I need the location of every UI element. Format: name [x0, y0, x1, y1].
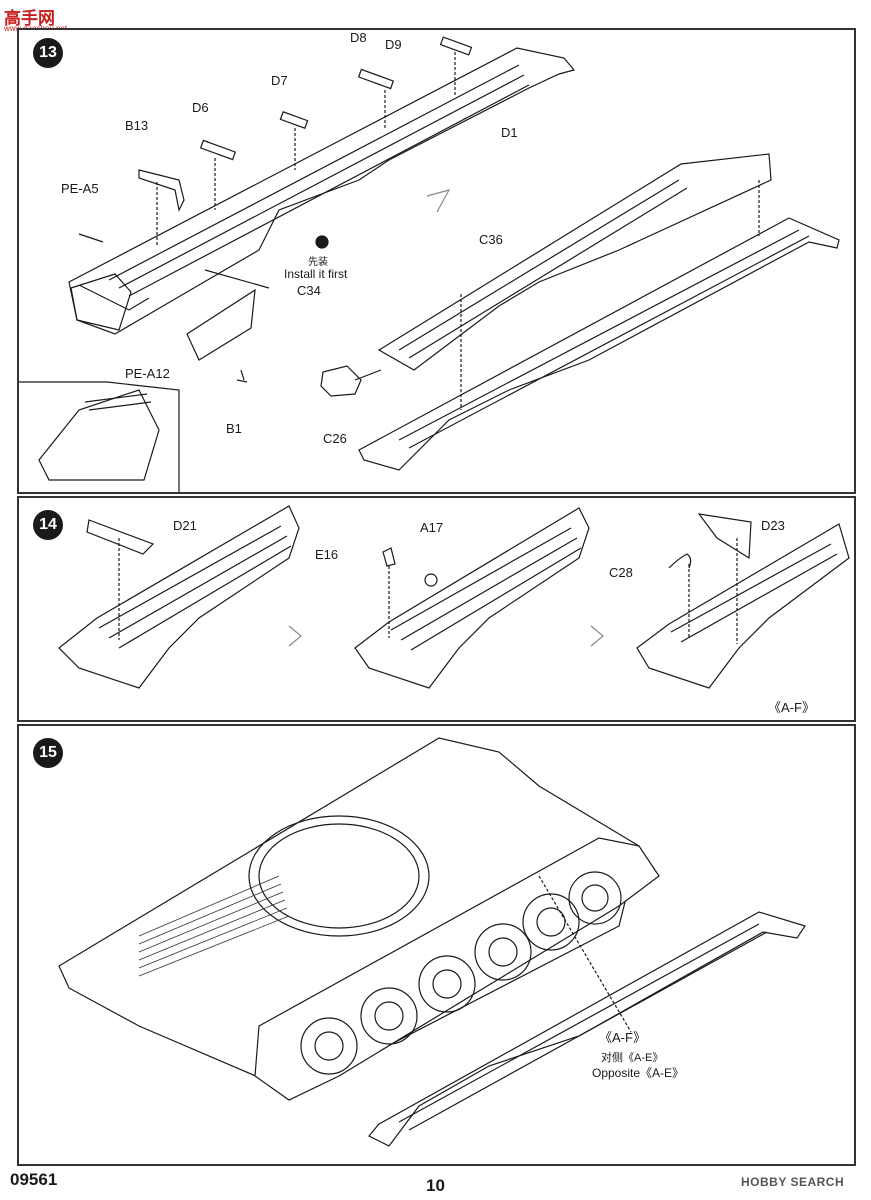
footer-watermark: HOBBY SEARCH	[741, 1175, 845, 1189]
product-code: 09561	[10, 1170, 58, 1189]
step-13-badge: 13	[33, 38, 63, 68]
label-af-14: 《A-F》	[768, 700, 815, 715]
step-13-panel: 13	[17, 28, 856, 494]
label-d7: D7	[271, 73, 288, 88]
logo-text: 高手网	[4, 9, 55, 28]
label-e16: E16	[315, 547, 339, 562]
label-d9: D9	[385, 37, 402, 52]
label-opposite-cn: 对侧《A-E》	[601, 1052, 664, 1064]
label-af-15: 《A-F》	[599, 1030, 646, 1045]
step-14-badge: 14	[33, 510, 63, 540]
label-opposite-en: Opposite《A-E》	[592, 1066, 685, 1080]
label-d8: D8	[350, 30, 367, 45]
step-15-panel: 15 《A-F》 对侧《A-E》 Opp	[17, 724, 856, 1166]
label-b13: B13	[125, 118, 149, 133]
page-number: 10	[426, 1176, 445, 1195]
label-pe-a5: PE-A5	[61, 181, 99, 196]
label-b1: B1	[226, 421, 242, 436]
install-first-en: Install it first	[284, 267, 348, 281]
label-c34: C34	[297, 283, 321, 298]
step-15-illustration	[58, 737, 806, 1147]
label-d1: D1	[501, 125, 518, 140]
label-d23: D23	[761, 518, 785, 533]
label-c28: C28	[609, 565, 633, 580]
label-c36: C36	[479, 232, 503, 247]
label-a17: A17	[420, 520, 444, 535]
step-14-panel: 14 D21 E16 A17 D23	[17, 496, 856, 722]
label-d21: D21	[173, 518, 197, 533]
label-c26: C26	[323, 431, 347, 446]
step-13-illustration	[19, 36, 840, 492]
label-pe-a12: PE-A12	[125, 366, 170, 381]
install-first-cn: 先装	[308, 257, 328, 268]
label-d6: D6	[192, 100, 209, 115]
step-14-illustration	[58, 505, 850, 689]
step-15-badge: 15	[33, 738, 63, 768]
